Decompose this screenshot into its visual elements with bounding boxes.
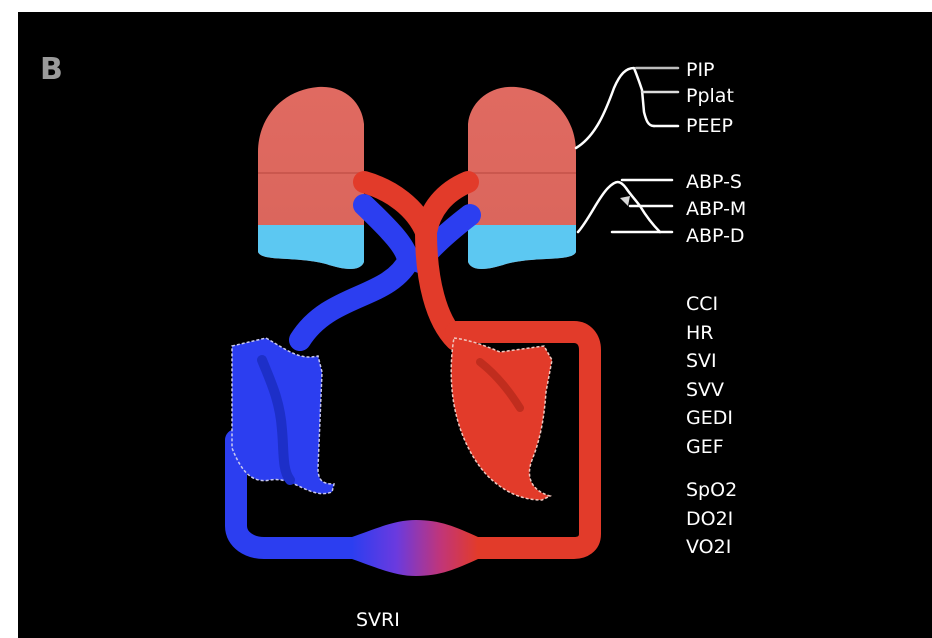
right-lung (468, 87, 576, 269)
label-pplat: Pplat (686, 84, 734, 108)
left-lung (258, 87, 364, 269)
label-vo2i: VO2I (686, 533, 737, 562)
label-abp-s: ABP-S (686, 170, 742, 194)
arterial-pressure-waveform (578, 180, 672, 232)
label-peep: PEEP (686, 114, 733, 138)
label-svri: SVRI (356, 608, 400, 632)
right-heart (232, 338, 334, 494)
label-do2i: DO2I (686, 505, 737, 534)
panel-label: B (40, 52, 63, 87)
left-heart (451, 338, 552, 500)
oxygenation-parameters: SpO2 DO2I VO2I (686, 476, 737, 562)
label-pip: PIP (686, 58, 715, 82)
label-abp-d: ABP-D (686, 224, 745, 248)
label-cci: CCI (686, 290, 733, 319)
airway-pressure-waveform (576, 68, 678, 148)
label-gedi: GEDI (686, 404, 733, 433)
label-gef: GEF (686, 433, 733, 462)
label-hr: HR (686, 319, 733, 348)
label-svv: SVV (686, 376, 733, 405)
systemic-capillary-bed (352, 520, 478, 576)
label-abp-m: ABP-M (686, 197, 746, 221)
label-spo2: SpO2 (686, 476, 737, 505)
hemodynamic-parameters: CCI HR SVI SVV GEDI GEF (686, 290, 733, 462)
label-svi: SVI (686, 347, 733, 376)
